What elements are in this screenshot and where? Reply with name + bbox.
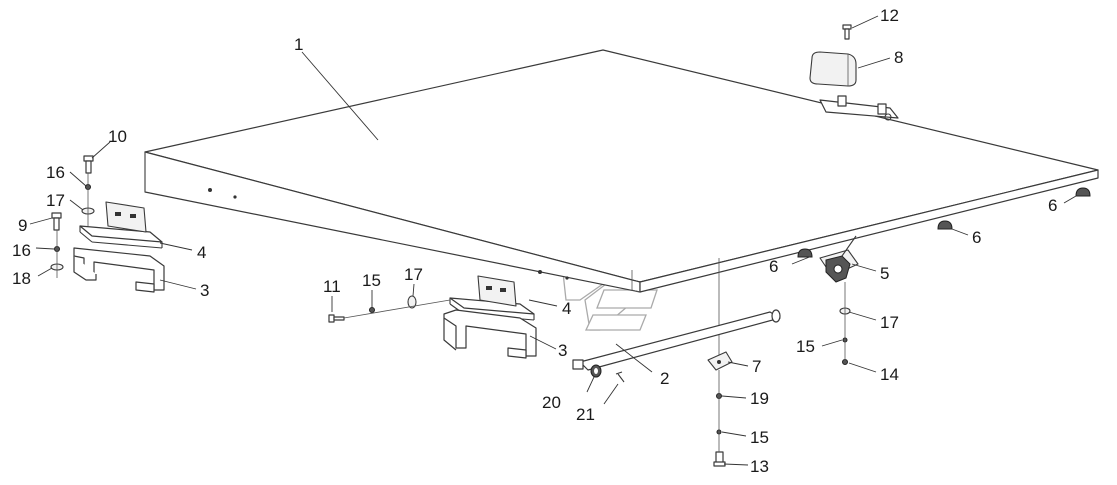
callout-6-left: 6: [769, 257, 778, 276]
panel-hole: [538, 270, 542, 274]
callout-18: 18: [12, 269, 31, 288]
callout-16-bottom: 16: [12, 241, 31, 260]
callout-14: 14: [880, 365, 899, 384]
pin-part-21: [615, 371, 625, 383]
callout-8: 8: [894, 48, 903, 67]
panel-hole: [208, 188, 212, 192]
callout-16-top: 16: [46, 163, 65, 182]
callout-19: 19: [750, 389, 769, 408]
callout-3-center: 3: [558, 341, 567, 360]
handle-bracket: [819, 95, 899, 121]
callout-5: 5: [880, 264, 889, 283]
callout-11: 11: [323, 277, 341, 296]
panel-hole: [233, 195, 237, 199]
callout-13: 13: [750, 457, 769, 476]
rod-part-2: [572, 309, 781, 371]
callout-21: 21: [576, 405, 595, 424]
clip-part-7: [707, 351, 733, 371]
callout-labels: 1 2 3 3 4 4 5 6 6 6 7 8 9 10 11 12 13 14…: [12, 6, 1057, 476]
center-hinge-assembly: [443, 275, 537, 359]
callout-4-left: 4: [197, 243, 206, 262]
handle-cover-part-8: [809, 51, 857, 87]
lock-fasteners: [839, 282, 851, 365]
lock-part-5: [819, 235, 859, 283]
callout-17-left: 17: [46, 191, 65, 210]
buffer-part-6: [797, 187, 1091, 258]
callout-20: 20: [542, 393, 561, 412]
left-fasteners: [50, 155, 95, 278]
callout-12: 12: [880, 6, 899, 25]
callout-17-center: 17: [404, 265, 423, 284]
callout-15-left: 15: [362, 271, 381, 290]
callout-9: 9: [18, 216, 27, 235]
cover-panel: [144, 49, 1099, 293]
callout-6-middle: 6: [972, 228, 981, 247]
callout-15-right: 15: [796, 337, 815, 356]
callout-17-right: 17: [880, 313, 899, 332]
callout-1: 1: [294, 35, 303, 54]
callout-6-right: 6: [1048, 196, 1057, 215]
callout-2: 2: [660, 369, 669, 388]
callout-15-lower: 15: [750, 428, 769, 447]
callout-3-left: 3: [200, 281, 209, 300]
lower-fasteners: [713, 370, 726, 467]
panel-hole: [565, 276, 569, 280]
nut-part-20: [590, 364, 602, 378]
leader-lines: [29, 15, 1077, 466]
center-fasteners: [328, 295, 451, 323]
left-hinge-assembly: [73, 201, 165, 293]
callout-4-center: 4: [562, 299, 571, 318]
callout-7: 7: [752, 357, 761, 376]
screw-part-12: [842, 24, 852, 40]
callout-10: 10: [108, 127, 127, 146]
